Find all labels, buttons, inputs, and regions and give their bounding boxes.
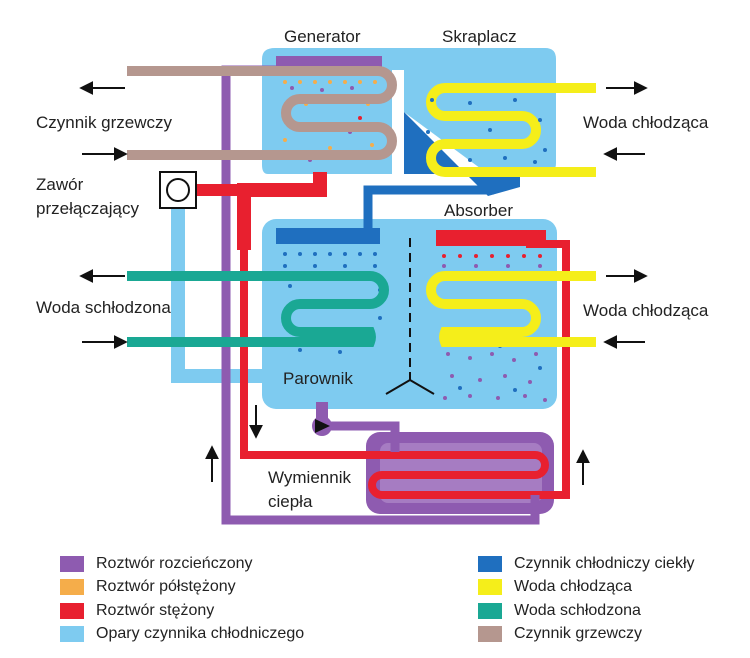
pump-arrow <box>315 419 330 433</box>
legend-right: Czynnik chłodniczy ciekły Woda chłodząca… <box>478 552 695 646</box>
legend-label: Woda chłodząca <box>514 578 632 596</box>
heating-medium-coil <box>127 66 397 160</box>
legend-item: Opary czynnika chłodniczego <box>60 623 304 647</box>
legend-label: Roztwór rozcieńczony <box>96 554 253 572</box>
generator-outlet-pipe <box>237 172 327 250</box>
legend-item: Roztwór półstężony <box>60 576 304 600</box>
chilled-water-label: Woda schłodzona <box>36 298 171 317</box>
generator-label: Generator <box>284 27 361 46</box>
legend-label: Czynnik grzewczy <box>514 625 643 643</box>
strong-solution-coil <box>240 240 570 499</box>
legend-item: Roztwór rozcieńczony <box>60 552 304 576</box>
legend-item: Woda schłodzona <box>478 599 695 623</box>
evaporator-label: Parownik <box>283 369 353 388</box>
legend-swatch <box>478 555 502 572</box>
legend-item: Czynnik grzewczy <box>478 623 695 647</box>
legend-item: Czynnik chłodniczy ciekły <box>478 552 695 576</box>
legend-swatch <box>478 579 502 596</box>
vapor-pipe <box>171 205 262 383</box>
cooling-water-top-label: Woda chłodząca <box>583 113 709 132</box>
valve-connector <box>196 184 244 196</box>
refrigerant-liquid-pipe <box>363 185 494 234</box>
absorber-label: Absorber <box>444 201 513 220</box>
legend-swatch <box>60 602 84 619</box>
heat-exchanger-label-1: Wymiennik <box>268 468 351 487</box>
legend-label: Roztwór stężony <box>96 601 215 619</box>
cooling-water-mid-label: Woda chłodząca <box>583 301 709 320</box>
legend-label: Roztwór półstężony <box>96 578 236 596</box>
heat-exchanger-label-2: ciepła <box>268 492 313 511</box>
legend-label: Czynnik chłodniczy ciekły <box>514 554 695 572</box>
legend-left: Roztwór rozcieńczony Roztwór półstężony … <box>60 552 304 646</box>
y-junction <box>385 372 435 395</box>
valve-label-1: Zawór <box>36 175 84 194</box>
valve-label-2: przełączający <box>36 199 139 218</box>
cooling-water-link <box>545 172 557 176</box>
absorption-chiller-diagram: Generator Skraplacz Absorber Parownik Wy… <box>36 27 709 525</box>
evaporator-spray-bar <box>276 228 380 244</box>
absorber-coil <box>426 271 596 347</box>
legend-item: Woda chłodząca <box>478 576 695 600</box>
legend-swatch <box>478 602 502 619</box>
legend-swatch <box>60 626 84 643</box>
switching-valve-icon <box>166 178 190 202</box>
absorber-spray-bar <box>436 230 546 246</box>
chilled-water-coil <box>127 271 389 347</box>
legend-label: Woda schłodzona <box>514 601 641 619</box>
legend-item: Roztwór stężony <box>60 599 304 623</box>
legend-swatch <box>60 579 84 596</box>
heating-medium-label: Czynnik grzewczy <box>36 113 173 132</box>
condenser-label: Skraplacz <box>442 27 517 46</box>
legend-swatch <box>478 626 502 643</box>
legend-swatch <box>60 555 84 572</box>
legend-label: Opary czynnika chłodniczego <box>96 625 305 643</box>
